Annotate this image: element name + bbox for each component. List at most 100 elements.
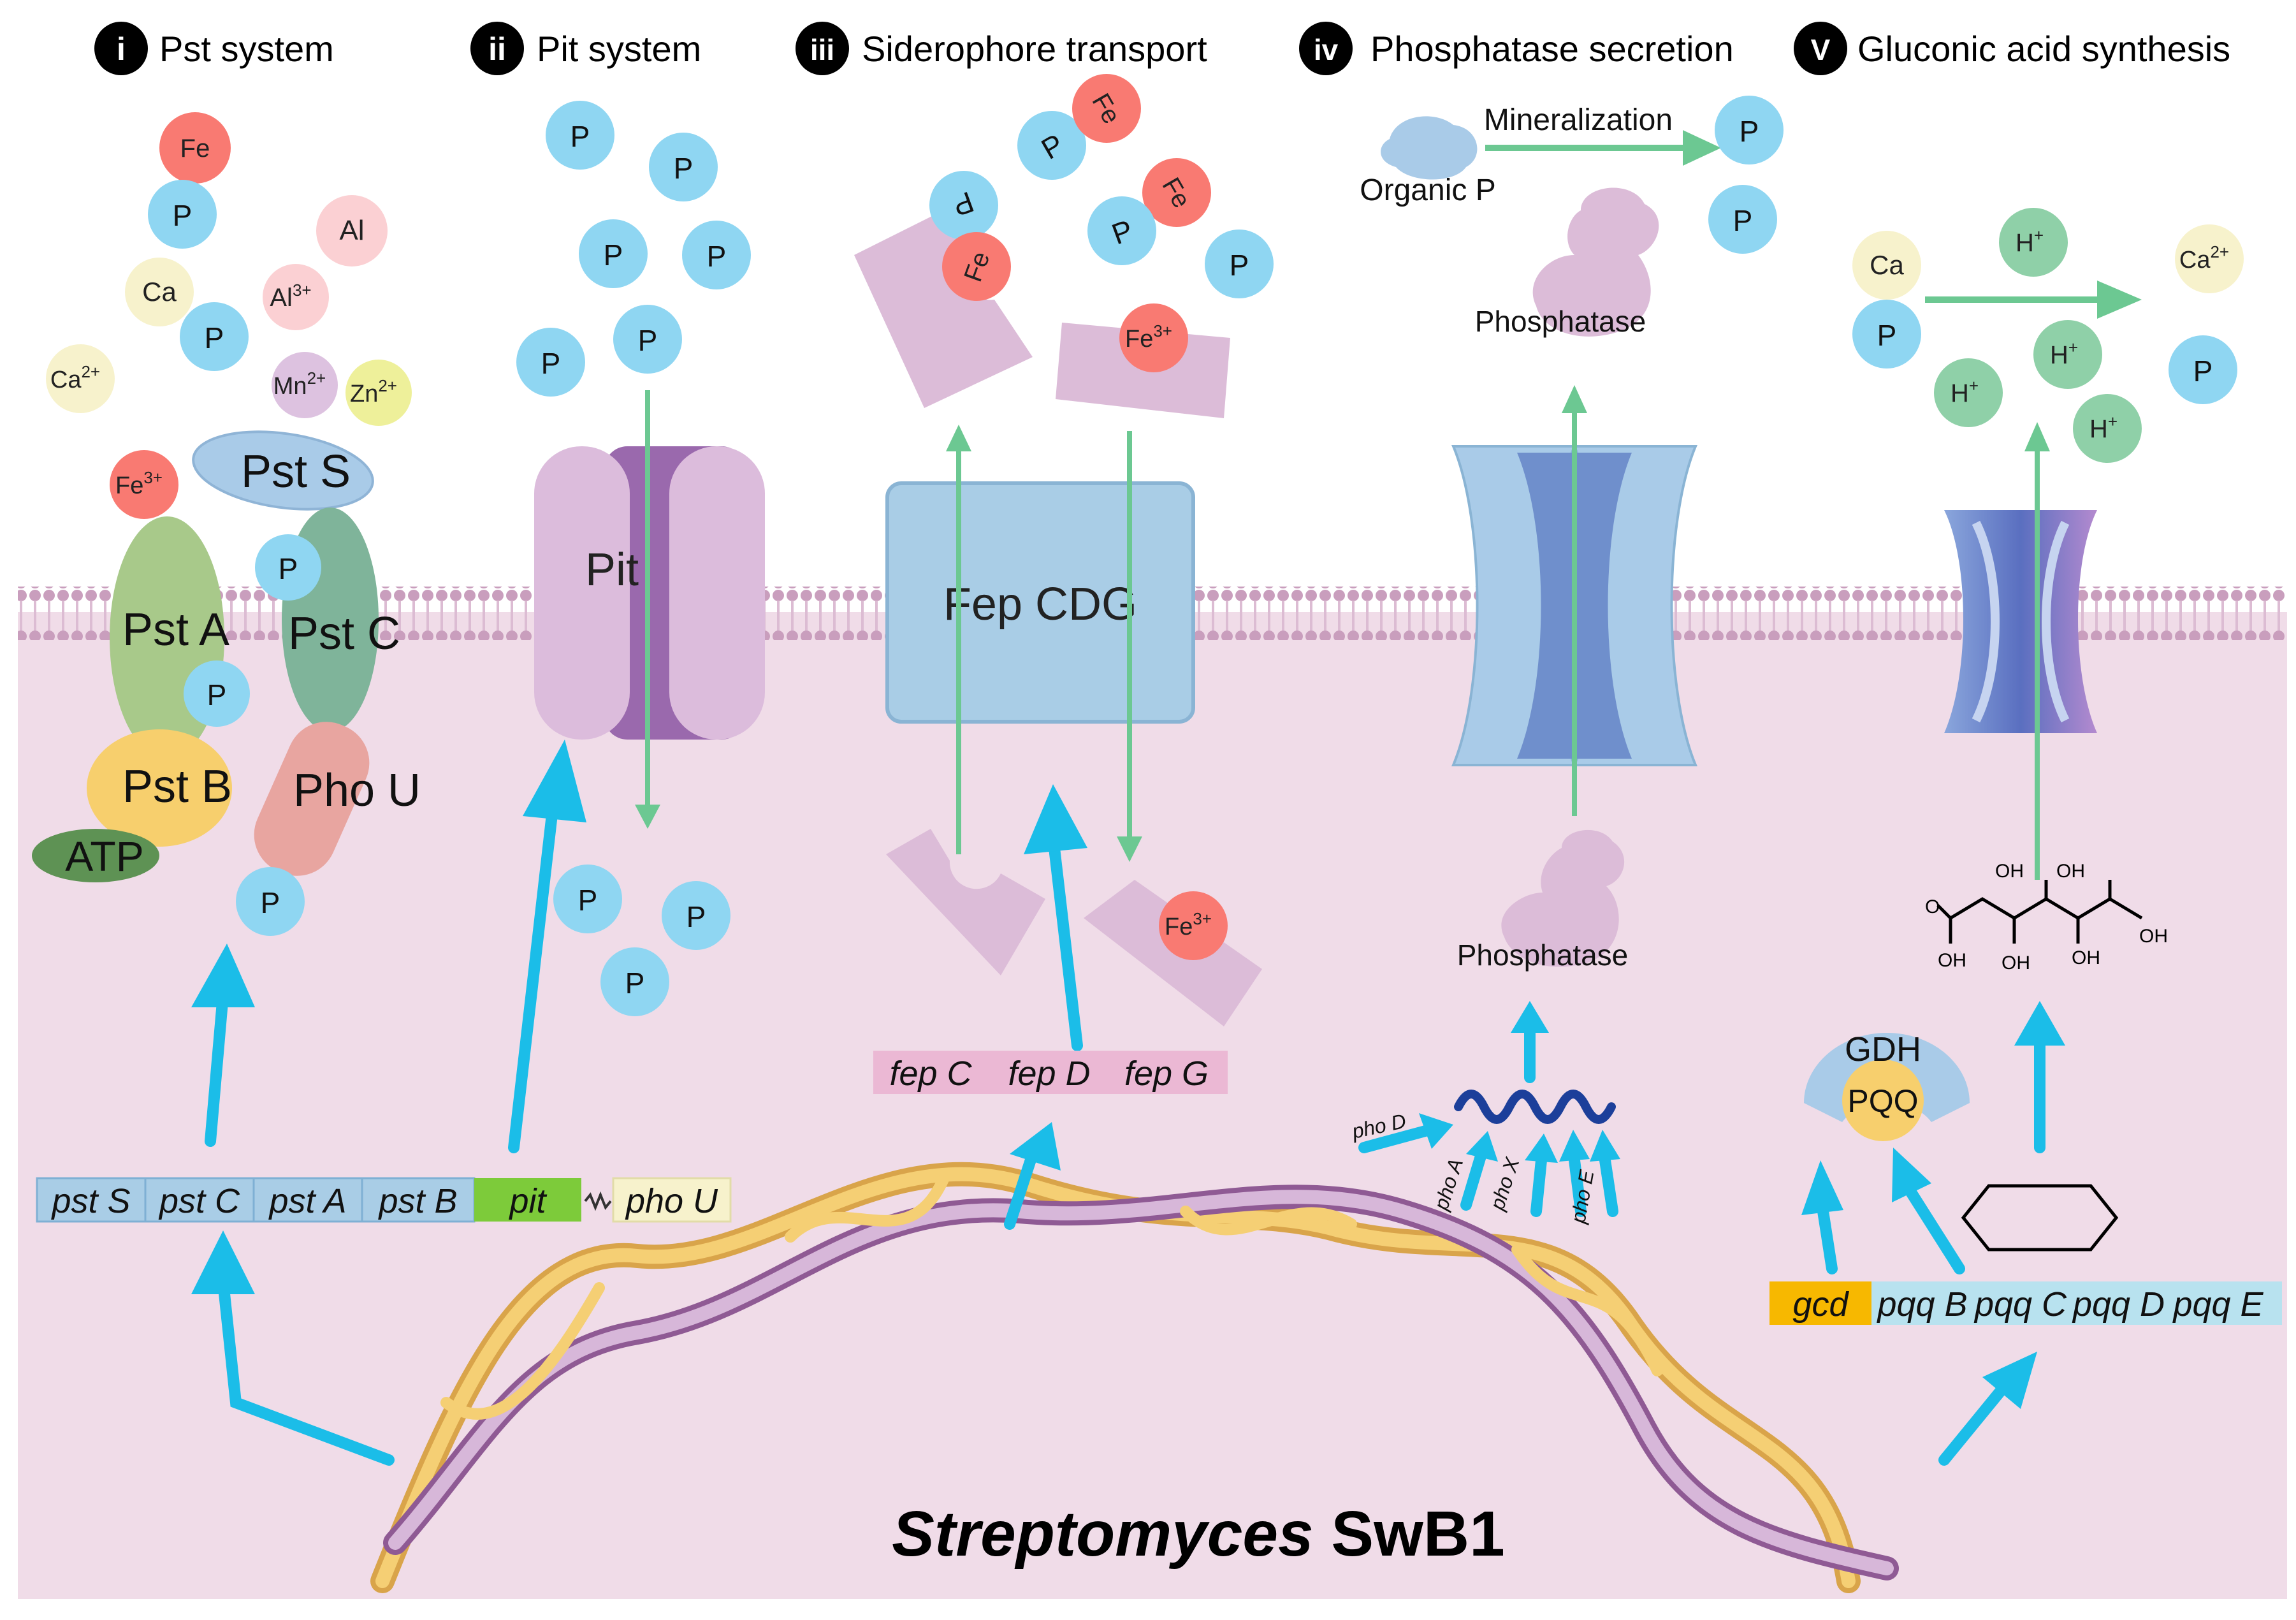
- phosphate-ion: P: [546, 101, 614, 170]
- svg-text:pst C: pst C: [158, 1182, 240, 1220]
- svg-text:P: P: [687, 900, 706, 933]
- pst-operon-gene-bar: pst S pst C pst A pst B: [36, 1177, 476, 1223]
- ion-fe: Fe: [159, 112, 231, 184]
- organic-p-blob: [1381, 116, 1478, 180]
- svg-text:P: P: [638, 324, 658, 357]
- siderophore-iron-complex: Fe3+: [1084, 880, 1262, 1026]
- svg-text:P: P: [1733, 204, 1753, 237]
- phosphate-ion: P: [2169, 335, 2237, 404]
- svg-text:P: P: [674, 152, 694, 185]
- phosphate-ion: P: [662, 881, 730, 950]
- pqq-ring-structure: [1961, 1184, 2119, 1251]
- svg-text:P: P: [578, 884, 598, 917]
- pit-transporter: Pit: [534, 446, 765, 740]
- phosphate-ion: P: [1017, 111, 1086, 180]
- ion-mn2: Mn2+: [272, 352, 338, 418]
- svg-text:Pst C: Pst C: [288, 608, 400, 659]
- phosphate-ion: P: [236, 867, 305, 936]
- arrow-head: [2097, 281, 2142, 319]
- svg-text:Fe3+: Fe3+: [1165, 909, 1212, 940]
- svg-text:fep G: fep G: [1124, 1054, 1209, 1093]
- mineralization-label: Mineralization: [1484, 103, 1673, 137]
- proton: H+: [1934, 358, 2003, 427]
- svg-text:pit: pit: [508, 1182, 547, 1220]
- svg-text:Pst system: Pst system: [159, 29, 334, 69]
- arrow-head: [2024, 422, 2050, 451]
- ion-ca: Ca: [1852, 231, 1921, 300]
- svg-text:Pit: Pit: [585, 544, 639, 595]
- section-header-ii: ii Pit system: [470, 22, 701, 75]
- svg-text:Fe: Fe: [180, 135, 210, 163]
- svg-text:pqq C: pqq C: [1973, 1285, 2067, 1324]
- svg-text:OH: OH: [1938, 950, 1966, 971]
- ion-fe3: Fe3+: [110, 450, 178, 519]
- svg-text:P: P: [541, 347, 561, 380]
- svg-text:Ca2+: Ca2+: [2179, 242, 2229, 274]
- phosphatase-label: Phosphatase: [1475, 305, 1646, 338]
- svg-text:OH: OH: [2139, 926, 2168, 947]
- ion-al3: Al3+: [263, 264, 329, 330]
- svg-text:P: P: [1230, 249, 1249, 282]
- svg-text:H+: H+: [2016, 226, 2044, 257]
- phosphatase-enzyme-cytoplasm: [1501, 829, 1625, 967]
- fep-cdg-transporter: Fep CDG: [885, 481, 1195, 724]
- svg-text:H+: H+: [1951, 376, 1979, 407]
- phosphate-ion: P: [600, 947, 669, 1016]
- gdh-pqq-enzyme: GDH PQQ: [1804, 1030, 1970, 1141]
- ion-ca2: Ca2+: [46, 344, 115, 413]
- svg-text:P: P: [261, 886, 280, 919]
- arrow-head: [946, 425, 971, 451]
- svg-text:P: P: [1877, 319, 1897, 352]
- svg-text:ATP: ATP: [65, 833, 143, 880]
- phosphate-ion: P: [516, 328, 585, 397]
- svg-text:P: P: [2193, 354, 2213, 388]
- svg-text:P: P: [604, 238, 623, 272]
- svg-text:fep D: fep D: [1008, 1054, 1090, 1093]
- svg-text:gcd: gcd: [1792, 1285, 1849, 1324]
- phosphate-ion: P: [180, 302, 249, 371]
- svg-text:PQQ: PQQ: [1847, 1083, 1918, 1119]
- svg-text:Al3+: Al3+: [270, 281, 311, 312]
- section-header-iii: iii Siderophore transport: [796, 22, 1207, 75]
- svg-text:Al: Al: [339, 215, 364, 246]
- phosphate-ion: P: [1715, 96, 1784, 164]
- svg-text:O: O: [1925, 896, 1940, 917]
- ion-zn2: Zn2+: [345, 360, 412, 426]
- cyan-arrows: [191, 740, 2065, 1466]
- svg-text:Pst B: Pst B: [122, 761, 232, 812]
- gcd-pqq-gene-bar: gcd pqq B pqq C pqq D pqq E: [1769, 1281, 2282, 1325]
- svg-text:OH: OH: [2056, 861, 2085, 882]
- dna-double-helix: [370, 1162, 1899, 1593]
- proton: H+: [2033, 320, 2102, 389]
- phosphate-ion: P: [1852, 300, 1921, 369]
- phosphatase-enzyme-secreted: [1532, 187, 1659, 337]
- pit-gene-bar: pit: [474, 1178, 581, 1222]
- proton: H+: [1999, 208, 2068, 277]
- svg-text:pqq D: pqq D: [2072, 1285, 2165, 1324]
- svg-text:Fe3+: Fe3+: [115, 468, 163, 499]
- svg-text:Ca2+: Ca2+: [50, 362, 100, 393]
- organic-p-label: Organic P: [1360, 173, 1495, 207]
- gene-break-symbol: [584, 1191, 612, 1211]
- svg-text:Pst S: Pst S: [241, 446, 351, 497]
- svg-text:Pst A: Pst A: [122, 604, 229, 655]
- svg-text:fep C: fep C: [889, 1054, 972, 1093]
- gluconic-acid-labels: O OH OH OH OH OH OH: [1925, 861, 2168, 974]
- svg-text:H+: H+: [2089, 412, 2118, 443]
- svg-text:Mn2+: Mn2+: [273, 369, 326, 400]
- svg-text:pqq B: pqq B: [1876, 1285, 1967, 1324]
- svg-text:Fe3+: Fe3+: [1125, 321, 1172, 353]
- svg-text:pst B: pst B: [377, 1182, 457, 1220]
- svg-text:Fep CDG: Fep CDG: [943, 579, 1137, 630]
- phosphate-ion: P: [1708, 185, 1777, 254]
- organism-name: Streptomyces SwB1: [892, 1498, 1505, 1570]
- svg-text:P: P: [625, 967, 645, 1000]
- gluconic-acid-structure: [1936, 880, 2143, 944]
- phosphate-ion: P: [579, 219, 648, 288]
- phosphate-ion: P: [929, 171, 998, 240]
- svg-text:pqq E: pqq E: [2172, 1285, 2263, 1324]
- phosphate-ion: P: [148, 180, 217, 249]
- proton: H+: [2073, 394, 2142, 463]
- svg-text:i: i: [117, 31, 126, 67]
- section-header-i: i Pst system: [94, 22, 334, 75]
